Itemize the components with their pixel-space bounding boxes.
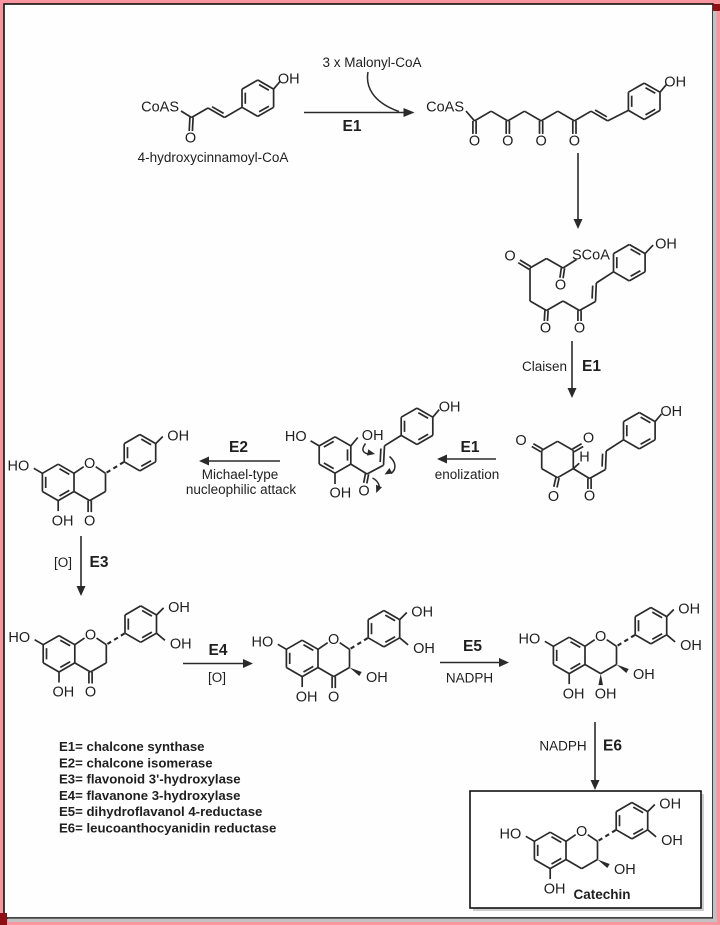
- svg-text:3 x Malonyl-CoA: 3 x Malonyl-CoA: [322, 55, 421, 70]
- svg-text:OH: OH: [660, 404, 682, 420]
- svg-text:OH: OH: [633, 667, 655, 683]
- svg-text:O: O: [515, 433, 526, 449]
- svg-text:E1: E1: [582, 358, 601, 375]
- svg-text:Claisen: Claisen: [522, 359, 567, 374]
- svg-text:E6: E6: [603, 738, 622, 755]
- svg-text:OH: OH: [278, 72, 300, 88]
- svg-text:E3= flavonoid 3'-hydroxylase: E3= flavonoid 3'-hydroxylase: [59, 772, 241, 787]
- svg-text:O: O: [504, 249, 515, 265]
- svg-text:OH: OH: [659, 797, 681, 813]
- svg-text:O: O: [469, 134, 480, 150]
- svg-text:E2: E2: [229, 439, 248, 456]
- svg-text:OH: OH: [678, 602, 700, 618]
- svg-text:E6= leucoanthocyanidin reducta: E6= leucoanthocyanidin reductase: [59, 821, 276, 836]
- svg-text:CoAS: CoAS: [426, 100, 464, 116]
- svg-text:O: O: [574, 321, 585, 337]
- svg-text:OH: OH: [53, 685, 75, 701]
- svg-text:HO: HO: [285, 429, 307, 445]
- svg-text:OH: OH: [52, 513, 74, 529]
- svg-text:OH: OH: [439, 400, 461, 416]
- svg-text:[O]: [O]: [54, 555, 72, 570]
- svg-text:O: O: [583, 431, 594, 447]
- svg-text:OH: OH: [655, 236, 677, 252]
- svg-text:O: O: [185, 131, 196, 147]
- svg-text:O: O: [84, 456, 95, 472]
- svg-text:O: O: [576, 824, 587, 840]
- svg-text:OH: OH: [366, 670, 388, 686]
- svg-text:E4: E4: [209, 642, 228, 659]
- svg-text:E1= chalcone synthase: E1= chalcone synthase: [59, 739, 205, 754]
- svg-text:SCoA: SCoA: [572, 248, 610, 264]
- svg-text:NADPH: NADPH: [539, 739, 586, 754]
- svg-text:E3: E3: [90, 554, 109, 571]
- svg-text:E4= flavanone 3-hydroxylase: E4= flavanone 3-hydroxylase: [59, 788, 240, 803]
- svg-text:4-hydroxycinnamoyl-CoA: 4-hydroxycinnamoyl-CoA: [138, 150, 289, 165]
- svg-text:OH: OH: [664, 75, 686, 91]
- svg-text:OH: OH: [661, 833, 683, 849]
- svg-text:O: O: [584, 489, 595, 505]
- svg-text:O: O: [85, 627, 96, 643]
- svg-text:O: O: [548, 489, 559, 505]
- svg-text:H: H: [579, 450, 589, 466]
- svg-text:Catechin: Catechin: [573, 887, 630, 902]
- svg-text:O: O: [555, 278, 566, 294]
- svg-text:enolization: enolization: [435, 467, 500, 482]
- svg-text:OH: OH: [170, 637, 192, 653]
- svg-text:HO: HO: [500, 827, 522, 843]
- svg-text:E5: E5: [463, 638, 482, 655]
- svg-text:HO: HO: [8, 630, 30, 646]
- svg-text:OH: OH: [413, 641, 435, 657]
- svg-text:Michael-type: Michael-type: [202, 467, 279, 482]
- svg-text:OH: OH: [168, 600, 190, 616]
- svg-text:O: O: [84, 513, 95, 529]
- svg-text:HO: HO: [519, 632, 541, 648]
- svg-text:O: O: [502, 134, 513, 150]
- svg-text:OH: OH: [595, 686, 617, 702]
- svg-text:O: O: [328, 689, 339, 705]
- svg-text:O: O: [535, 134, 546, 150]
- svg-text:O: O: [328, 632, 339, 648]
- svg-text:E2= chalcone isomerase: E2= chalcone isomerase: [59, 755, 213, 770]
- svg-text:HO: HO: [8, 459, 30, 475]
- svg-text:OH: OH: [296, 689, 318, 705]
- svg-text:OH: OH: [411, 605, 433, 621]
- svg-text:OH: OH: [563, 686, 585, 702]
- svg-text:O: O: [358, 484, 369, 500]
- svg-text:O: O: [85, 685, 96, 701]
- svg-text:E5= dihydroflavanol 4-reductas: E5= dihydroflavanol 4-reductase: [59, 804, 262, 819]
- svg-text:nucleophilic attack: nucleophilic attack: [186, 482, 297, 497]
- svg-text:NADPH: NADPH: [446, 671, 493, 686]
- svg-text:E1: E1: [461, 439, 480, 456]
- svg-text:OH: OH: [680, 638, 702, 654]
- svg-text:O: O: [595, 629, 606, 645]
- svg-text:O: O: [569, 134, 580, 150]
- svg-text:[O]: [O]: [208, 670, 226, 685]
- svg-text:CoAS: CoAS: [141, 100, 179, 116]
- svg-text:OH: OH: [614, 862, 636, 878]
- svg-text:OH: OH: [362, 428, 384, 444]
- svg-text:OH: OH: [330, 486, 352, 502]
- svg-text:HO: HO: [252, 635, 274, 651]
- svg-text:OH: OH: [544, 881, 566, 897]
- svg-text:E1: E1: [343, 118, 362, 135]
- svg-text:O: O: [540, 321, 551, 337]
- svg-text:OH: OH: [167, 429, 189, 445]
